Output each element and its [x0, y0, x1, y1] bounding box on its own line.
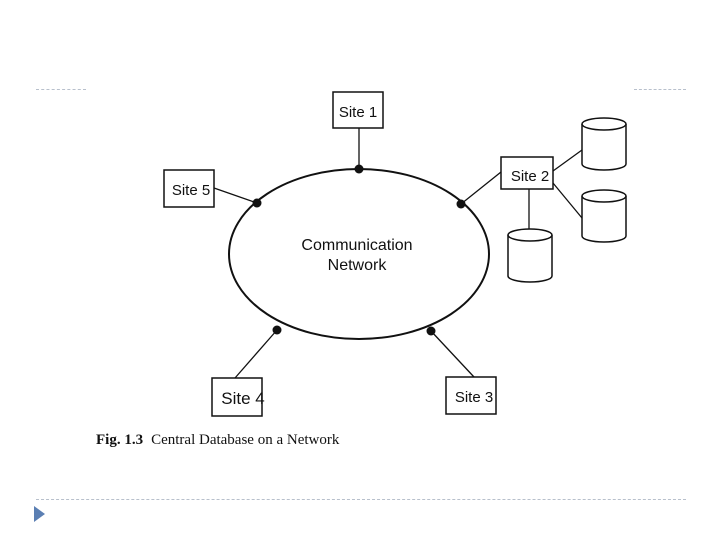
site-5-label: Site 5 — [172, 182, 210, 199]
site-2-label: Site 2 — [511, 168, 549, 185]
site-4-box — [211, 377, 263, 417]
site-5-box — [163, 169, 215, 208]
junction-site-1 — [354, 164, 364, 174]
figure-caption: Fig. 1.3 Central Database on a Network — [96, 432, 339, 449]
top-right-rule — [634, 89, 686, 90]
top-left-rule — [36, 89, 86, 90]
site-2-box — [500, 156, 554, 190]
site-3-box — [445, 376, 497, 415]
link-site-5 — [213, 187, 258, 204]
communication-network-ring — [228, 168, 490, 340]
database-icon — [581, 117, 627, 171]
link-site-3 — [430, 330, 475, 378]
site-4-label: Site 4 — [221, 389, 264, 408]
bottom-rule — [36, 499, 686, 500]
junction-site-2 — [456, 199, 466, 209]
network-label-line2: Network — [328, 257, 388, 274]
junction-site-3 — [426, 326, 436, 336]
site-1-label: Site 1 — [339, 104, 377, 121]
junction-site-4 — [272, 325, 282, 335]
link-db-upper — [552, 149, 583, 172]
link-db-middle — [552, 182, 583, 219]
junction-site-5 — [252, 198, 262, 208]
link-site-2 — [460, 171, 502, 205]
triangle-right-icon[interactable] — [34, 506, 45, 522]
database-icon — [581, 189, 627, 243]
caption-figure-number: Fig. 1.3 — [96, 432, 144, 448]
database-icon — [507, 228, 553, 283]
site-3-label: Site 3 — [455, 389, 493, 406]
network-label-line1: Communication — [301, 237, 412, 254]
caption-text: Central Database on a Network — [151, 432, 340, 448]
link-site-4 — [234, 329, 278, 379]
site-1-box — [332, 91, 384, 129]
